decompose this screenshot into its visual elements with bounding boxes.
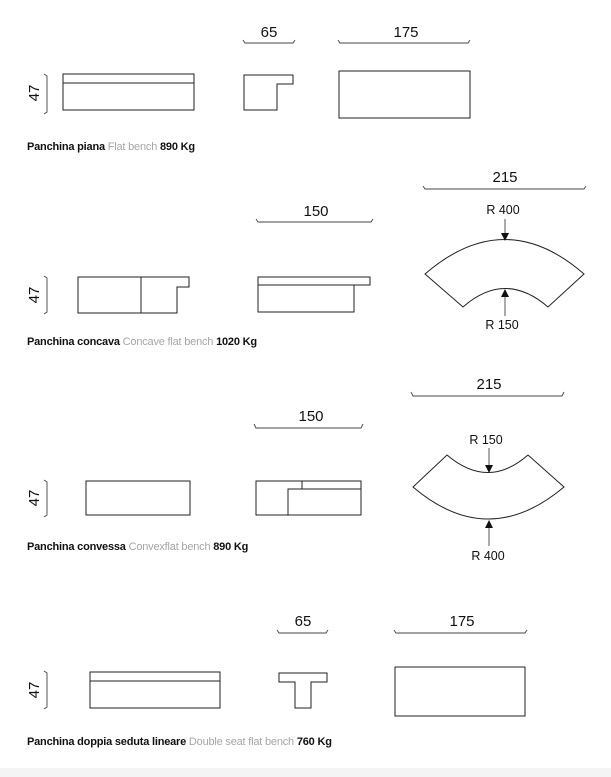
top-view bbox=[412, 454, 565, 520]
bench-double-seat: 47 65 175 Panchina doppia seduta lineare… bbox=[26, 613, 528, 748]
bench-caption: Panchina doppia seduta lineare Double se… bbox=[27, 736, 332, 748]
top-dimension-line bbox=[422, 185, 587, 190]
caption-weight: 760 Kg bbox=[297, 736, 332, 748]
side-dimension-line bbox=[253, 423, 364, 429]
bench-concave: 47 150 215 R 400 R 150 Panchina concava … bbox=[26, 169, 587, 348]
side-width-label: 150 bbox=[298, 408, 323, 425]
side-dimension-line bbox=[276, 629, 329, 634]
height-dimension-line bbox=[43, 479, 48, 518]
height-dimension-line bbox=[43, 275, 48, 315]
inner-radius-arrow bbox=[485, 448, 493, 473]
side-width-label: 150 bbox=[303, 203, 328, 220]
height-dimension-line bbox=[43, 670, 48, 710]
inner-radius-arrow bbox=[501, 289, 509, 316]
top-length-label: 215 bbox=[476, 376, 501, 393]
side-width-label: 65 bbox=[295, 613, 312, 630]
bench-caption: Panchina piana Flat bench 890 Kg bbox=[27, 141, 195, 153]
outer-radius-label: R 400 bbox=[471, 549, 504, 563]
caption-english: Double seat flat bench bbox=[189, 736, 294, 748]
footer-band bbox=[0, 768, 611, 777]
caption-italian: Panchina doppia seduta lineare bbox=[27, 736, 186, 748]
side-view bbox=[243, 74, 294, 111]
caption-english: Concave flat bench bbox=[123, 336, 214, 348]
front-view bbox=[85, 480, 191, 516]
height-dimension-label: 47 bbox=[26, 682, 43, 699]
height-dimension-line bbox=[43, 73, 48, 115]
height-dimension-label: 47 bbox=[26, 490, 43, 507]
caption-weight: 890 Kg bbox=[213, 541, 248, 553]
top-view bbox=[338, 70, 471, 119]
side-dimension-line bbox=[242, 39, 296, 44]
bench-caption: Panchina convessa Convexflat bench 890 K… bbox=[27, 541, 248, 553]
caption-italian: Panchina concava bbox=[27, 336, 121, 348]
caption-english: Flat bench bbox=[108, 141, 157, 153]
side-view bbox=[257, 276, 371, 313]
inner-radius-label: R 150 bbox=[469, 433, 502, 447]
side-view bbox=[255, 480, 362, 516]
top-dimension-line bbox=[337, 39, 471, 44]
side-view bbox=[278, 672, 328, 709]
caption-italian: Panchina piana bbox=[27, 141, 106, 153]
inner-radius-label: R 150 bbox=[485, 318, 518, 332]
top-view bbox=[394, 666, 526, 717]
height-dimension-label: 47 bbox=[26, 85, 43, 102]
caption-weight: 1020 Kg bbox=[216, 336, 257, 348]
outer-radius-arrow bbox=[485, 520, 493, 546]
top-length-label: 175 bbox=[449, 613, 474, 630]
side-dimension-line bbox=[255, 218, 374, 223]
caption-italian: Panchina convessa bbox=[27, 541, 127, 553]
front-view bbox=[89, 671, 221, 709]
caption-weight: 890 Kg bbox=[160, 141, 195, 153]
front-view bbox=[77, 276, 190, 314]
outer-radius-arrow bbox=[501, 219, 509, 241]
bench-flat: 47 65 175 Panchina piana Flat bench 890 … bbox=[26, 24, 471, 153]
front-view bbox=[62, 73, 195, 111]
bench-caption: Panchina concava Concave flat bench 1020… bbox=[27, 336, 257, 348]
top-dimension-line bbox=[393, 629, 528, 634]
caption-english: Convexflat bench bbox=[129, 541, 211, 553]
side-width-label: 65 bbox=[261, 24, 278, 41]
top-view bbox=[424, 239, 585, 308]
top-length-label: 215 bbox=[492, 169, 517, 186]
top-dimension-line bbox=[410, 391, 565, 397]
height-dimension-label: 47 bbox=[26, 287, 43, 304]
outer-radius-label: R 400 bbox=[486, 203, 519, 217]
bench-convex: 47 150 215 R 150 R 400 Panchina convessa… bbox=[26, 376, 565, 563]
top-length-label: 175 bbox=[393, 24, 418, 41]
